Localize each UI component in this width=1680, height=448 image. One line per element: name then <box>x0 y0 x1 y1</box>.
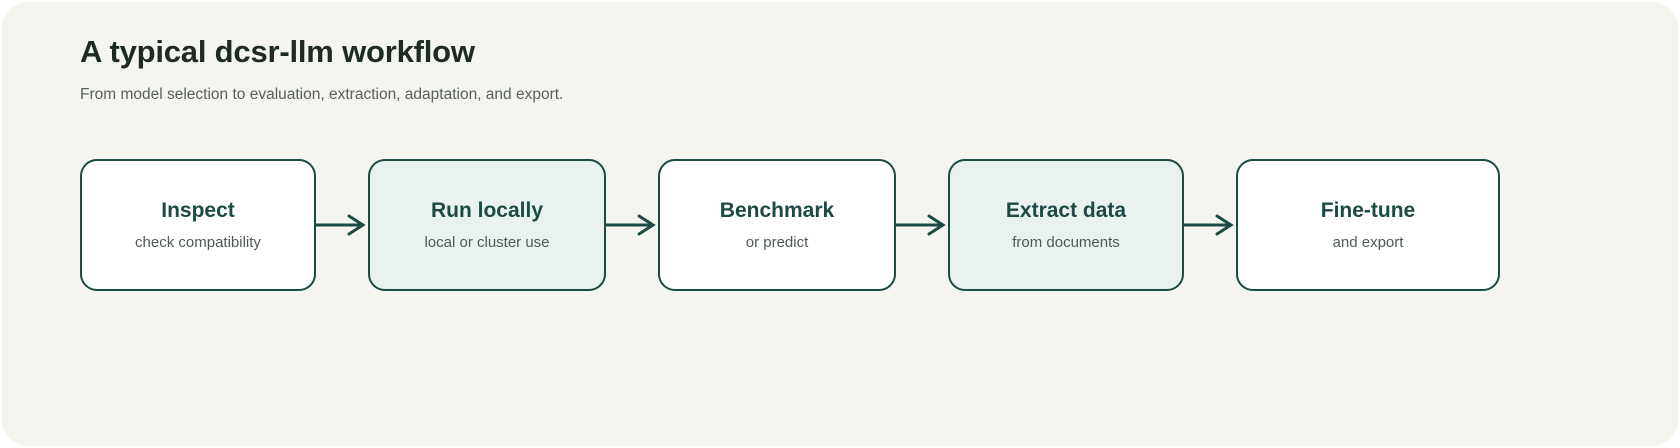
workflow-diagram: Inspect check compatibility Run locally loc… <box>80 159 1500 291</box>
workflow-step-caption: or predict <box>745 234 809 251</box>
arrow-right-icon <box>316 214 366 236</box>
arrow-right-icon <box>896 214 946 236</box>
workflow-step-title: Run locally <box>430 199 544 222</box>
arrow-right-icon <box>606 214 656 236</box>
connector-2 <box>606 159 658 291</box>
workflow-step-1[interactable]: Inspect check compatibility <box>80 159 316 291</box>
workflow-step-caption: and export <box>1332 234 1404 251</box>
page-subtitle: From model selection to evaluation, extr… <box>80 86 564 103</box>
arrow-right-icon <box>1184 214 1234 236</box>
page-title: A typical dcsr-llm workflow <box>80 34 475 69</box>
workflow-step-4[interactable]: Extract data from documents <box>948 159 1184 291</box>
connector-1 <box>316 159 368 291</box>
workflow-step-caption: check compatibility <box>135 234 261 251</box>
header: A typical dcsr-llm workflow From model s… <box>80 32 1480 106</box>
workflow-step-title: Extract data <box>1005 199 1127 222</box>
workflow-step-5[interactable]: Fine-tune and export <box>1236 159 1500 291</box>
workflow-step-title: Fine-tune <box>1320 199 1416 222</box>
connector-4 <box>1184 159 1236 291</box>
workflow-step-title: Inspect <box>161 199 235 222</box>
workflow-step-caption: from documents <box>1012 234 1120 251</box>
workflow-step-3[interactable]: Benchmark or predict <box>658 159 896 291</box>
workflow-step-caption: local or cluster use <box>424 234 550 251</box>
workflow-step-title: Benchmark <box>719 199 835 222</box>
workflow-step-2[interactable]: Run locally local or cluster use <box>368 159 606 291</box>
connector-3 <box>896 159 948 291</box>
